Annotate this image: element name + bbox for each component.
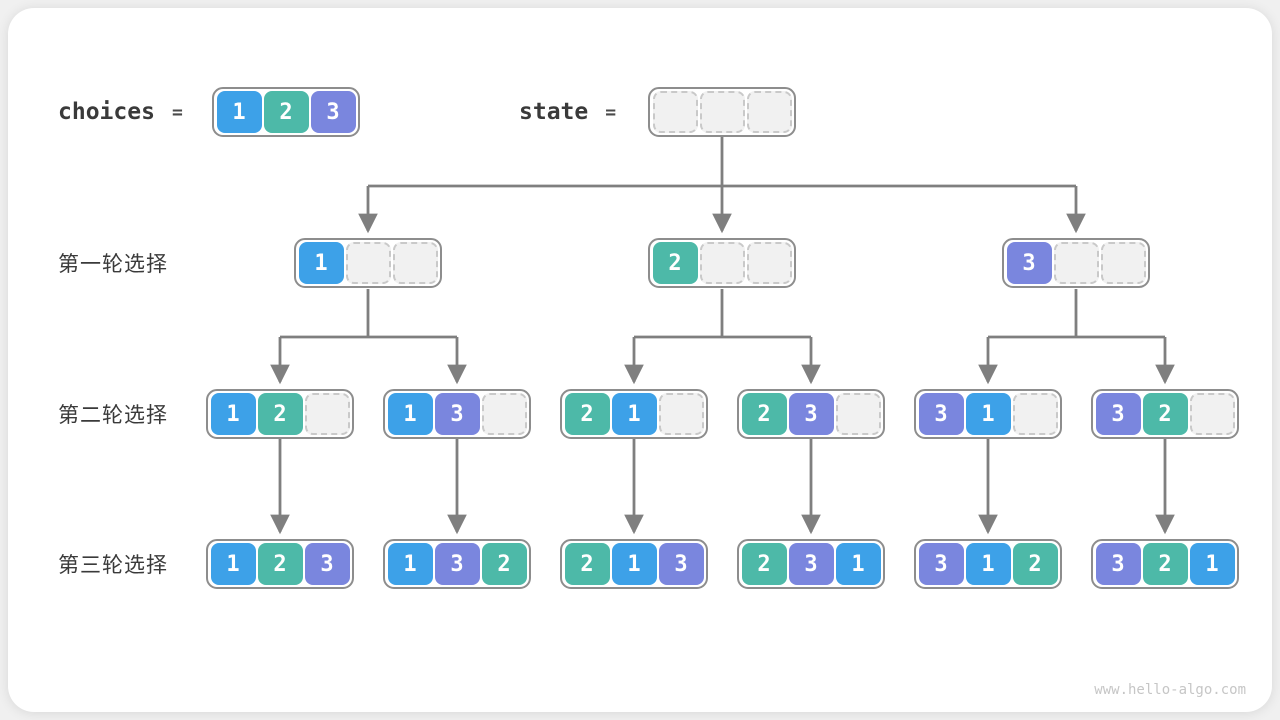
state-cell — [835, 393, 881, 435]
state-cell: 3 — [1095, 543, 1141, 585]
choices-cell: 1 — [216, 91, 262, 133]
state-cell: 2 — [652, 242, 698, 284]
round3-box-132: 1 3 2 — [383, 539, 531, 589]
round2-box-21: 2 1 — [560, 389, 708, 439]
round2-box-13: 1 3 — [383, 389, 531, 439]
state-cell: 2 — [564, 543, 610, 585]
round3-box-312: 3 1 2 — [914, 539, 1062, 589]
state-cell: 1 — [298, 242, 344, 284]
state-cell: 1 — [210, 393, 256, 435]
round2-box-32: 3 2 — [1091, 389, 1239, 439]
state-cell: 3 — [918, 543, 964, 585]
state-cell: 3 — [304, 543, 350, 585]
state-header: state = — [519, 87, 616, 137]
equals-sign: = — [171, 101, 183, 123]
state-cell — [1100, 242, 1146, 284]
state-cell: 1 — [210, 543, 256, 585]
state-cell — [746, 242, 792, 284]
state-cell — [746, 91, 792, 133]
state-cell: 1 — [965, 393, 1011, 435]
round3-box-321: 3 2 1 — [1091, 539, 1239, 589]
state-cell — [1012, 393, 1058, 435]
choices-header: choices = — [58, 87, 183, 137]
round2-box-23: 2 3 — [737, 389, 885, 439]
state-cell — [652, 91, 698, 133]
round-2-label: 第二轮选择 — [58, 403, 168, 427]
state-cell: 2 — [1142, 543, 1188, 585]
round1-box-2: 2 — [648, 238, 796, 288]
round1-box-1: 1 — [294, 238, 442, 288]
state-cell: 3 — [1095, 393, 1141, 435]
round2-box-12: 1 2 — [206, 389, 354, 439]
state-cell — [1189, 393, 1235, 435]
state-cell: 1 — [835, 543, 881, 585]
round-1-label: 第一轮选择 — [58, 252, 168, 276]
choices-box: 1 2 3 — [212, 87, 360, 137]
round3-box-213: 2 1 3 — [560, 539, 708, 589]
state-cell: 1 — [1189, 543, 1235, 585]
state-cell: 2 — [1012, 543, 1058, 585]
state-cell: 1 — [611, 543, 657, 585]
state-cell: 1 — [387, 543, 433, 585]
state-cell: 2 — [257, 393, 303, 435]
state-cell — [699, 91, 745, 133]
state-cell: 3 — [434, 393, 480, 435]
round1-box-3: 3 — [1002, 238, 1150, 288]
state-cell: 3 — [788, 393, 834, 435]
choices-cell: 3 — [310, 91, 356, 133]
choices-cell: 2 — [263, 91, 309, 133]
state-cell: 1 — [965, 543, 1011, 585]
state-cell — [345, 242, 391, 284]
round-3-label: 第三轮选择 — [58, 553, 168, 577]
round3-box-123: 1 2 3 — [206, 539, 354, 589]
state-cell: 2 — [1142, 393, 1188, 435]
round2-box-31: 3 1 — [914, 389, 1062, 439]
state-cell: 3 — [658, 543, 704, 585]
round3-box-231: 2 3 1 — [737, 539, 885, 589]
equals-sign: = — [605, 101, 617, 123]
state-cell: 2 — [564, 393, 610, 435]
state-box — [648, 87, 796, 137]
state-cell — [658, 393, 704, 435]
state-label: state — [519, 99, 589, 125]
state-cell: 2 — [741, 543, 787, 585]
state-cell: 3 — [918, 393, 964, 435]
state-cell — [1053, 242, 1099, 284]
state-cell — [699, 242, 745, 284]
state-cell: 2 — [481, 543, 527, 585]
state-cell: 1 — [387, 393, 433, 435]
state-cell — [304, 393, 350, 435]
state-cell — [481, 393, 527, 435]
state-cell: 2 — [741, 393, 787, 435]
state-cell: 2 — [257, 543, 303, 585]
state-cell: 3 — [788, 543, 834, 585]
state-cell: 3 — [1006, 242, 1052, 284]
choices-label: choices — [58, 99, 155, 125]
state-cell: 3 — [434, 543, 480, 585]
state-cell — [392, 242, 438, 284]
watermark: www.hello-algo.com — [1094, 682, 1246, 698]
state-cell: 1 — [611, 393, 657, 435]
